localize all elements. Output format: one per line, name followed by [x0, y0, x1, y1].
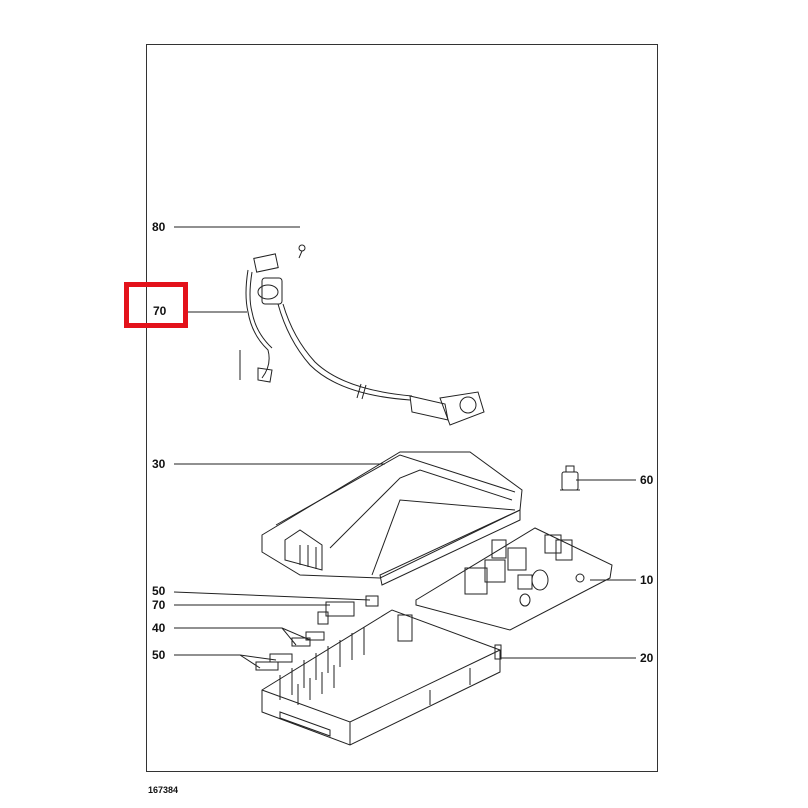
callout-10: 10 — [640, 573, 654, 587]
callout-60: 60 — [640, 473, 654, 487]
callout-50-bottom: 50 — [152, 648, 166, 662]
leader-line-50-a — [173, 591, 371, 601]
callout-30: 30 — [152, 457, 166, 471]
power-cord-part — [239, 253, 485, 426]
diagram-frame — [146, 44, 658, 772]
figure-number: 167384 — [148, 785, 179, 795]
callout-50-top: 50 — [152, 584, 166, 598]
bracket-part — [560, 465, 580, 491]
callout-70-highlighted: 70 — [153, 304, 167, 318]
callout-20: 20 — [640, 651, 654, 665]
circuit-board-part — [415, 527, 613, 631]
highlight-box — [124, 282, 188, 328]
callout-70-lower: 70 — [152, 598, 166, 612]
callout-80: 80 — [152, 220, 166, 234]
connector-parts — [255, 595, 379, 671]
callout-40: 40 — [152, 621, 166, 635]
screw-part — [298, 244, 306, 259]
cover-part — [261, 451, 523, 586]
base-tray-part — [261, 609, 502, 746]
tray-pins — [279, 627, 365, 705]
